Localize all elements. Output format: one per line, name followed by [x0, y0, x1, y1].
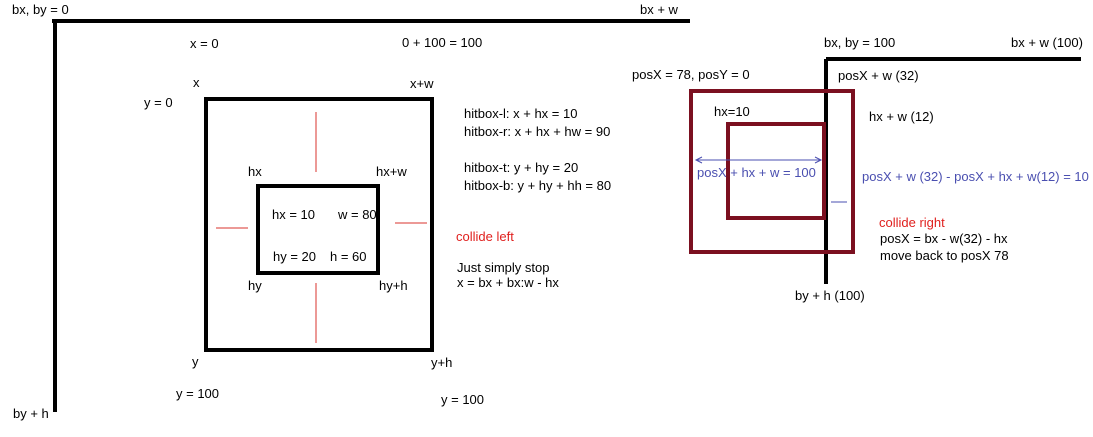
right-overlap-label: posX + w (32) - posX + hx + w(12) = 10	[862, 169, 1089, 184]
left-x-sum-label: 0 + 100 = 100	[402, 35, 482, 50]
outer-xw-label: x+w	[410, 76, 434, 91]
hitbox-r-formula: hitbox-r: x + hx + hw = 90	[464, 124, 610, 139]
left-x-zero-label: x = 0	[190, 36, 219, 51]
left-corner-top-right-label: bx + w	[640, 2, 679, 17]
inner-hyh-label: hy+h	[379, 278, 408, 293]
outer-yh-label: y+h	[431, 355, 452, 370]
right-fix-line-1: posX = bx - w(32) - hx	[880, 231, 1008, 246]
hitbox-t-formula: hitbox-t: y + hy = 20	[464, 160, 578, 175]
right-sum-label: posX + hx + w = 100	[697, 165, 816, 180]
left-corner-bottom-left-label: by + h	[13, 406, 49, 421]
right-corner-top-left-label: bx, by = 100	[824, 35, 895, 50]
right-width-arrow-left-head	[694, 156, 703, 164]
right-hx10-label: hx=10	[714, 104, 750, 119]
right-pos-label: posX = 78, posY = 0	[632, 67, 750, 82]
right-posx-w32-label: posX + w (32)	[838, 68, 919, 83]
left-hitbox	[256, 184, 380, 275]
stop-line-2: x = bx + bx:w - hx	[457, 275, 559, 290]
collide-left-label: collide left	[456, 229, 514, 244]
inner-h-value: h = 60	[330, 249, 367, 264]
hitbox-l-formula: hitbox-l: x + hx = 10	[464, 106, 577, 121]
outer-y-label: y	[192, 354, 199, 369]
right-hx-w12-label: hx + w (12)	[869, 109, 934, 124]
left-outer-box	[204, 97, 434, 352]
hitbox-b-formula: hitbox-b: y + hy + hh = 80	[464, 178, 611, 193]
right-sprite-box	[689, 89, 855, 254]
inner-hxw-label: hx+w	[376, 164, 407, 179]
left-y-zero-label: y = 0	[144, 95, 173, 110]
left-corner-top-left-label: bx, by = 0	[12, 2, 69, 17]
right-hitbox	[726, 122, 826, 220]
right-corner-bottom-label: by + h (100)	[795, 288, 865, 303]
inner-hx-label: hx	[248, 164, 262, 179]
stop-line-1: Just simply stop	[457, 260, 549, 275]
right-fix-line-2: move back to posX 78	[880, 248, 1009, 263]
left-y-hundred-left-label: y = 100	[176, 386, 219, 401]
right-width-arrow-right-head	[814, 156, 823, 164]
inner-w-value: w = 80	[337, 207, 377, 222]
inner-hy-label: hy	[248, 278, 262, 293]
left-y-hundred-right-label: y = 100	[441, 392, 484, 407]
right-corner-top-right-label: bx + w (100)	[1011, 35, 1083, 50]
collide-right-label: collide right	[879, 215, 945, 230]
inner-hx-value: hx = 10	[272, 207, 315, 222]
outer-x-label: x	[193, 75, 200, 90]
inner-hy-value: hy = 20	[273, 249, 316, 264]
